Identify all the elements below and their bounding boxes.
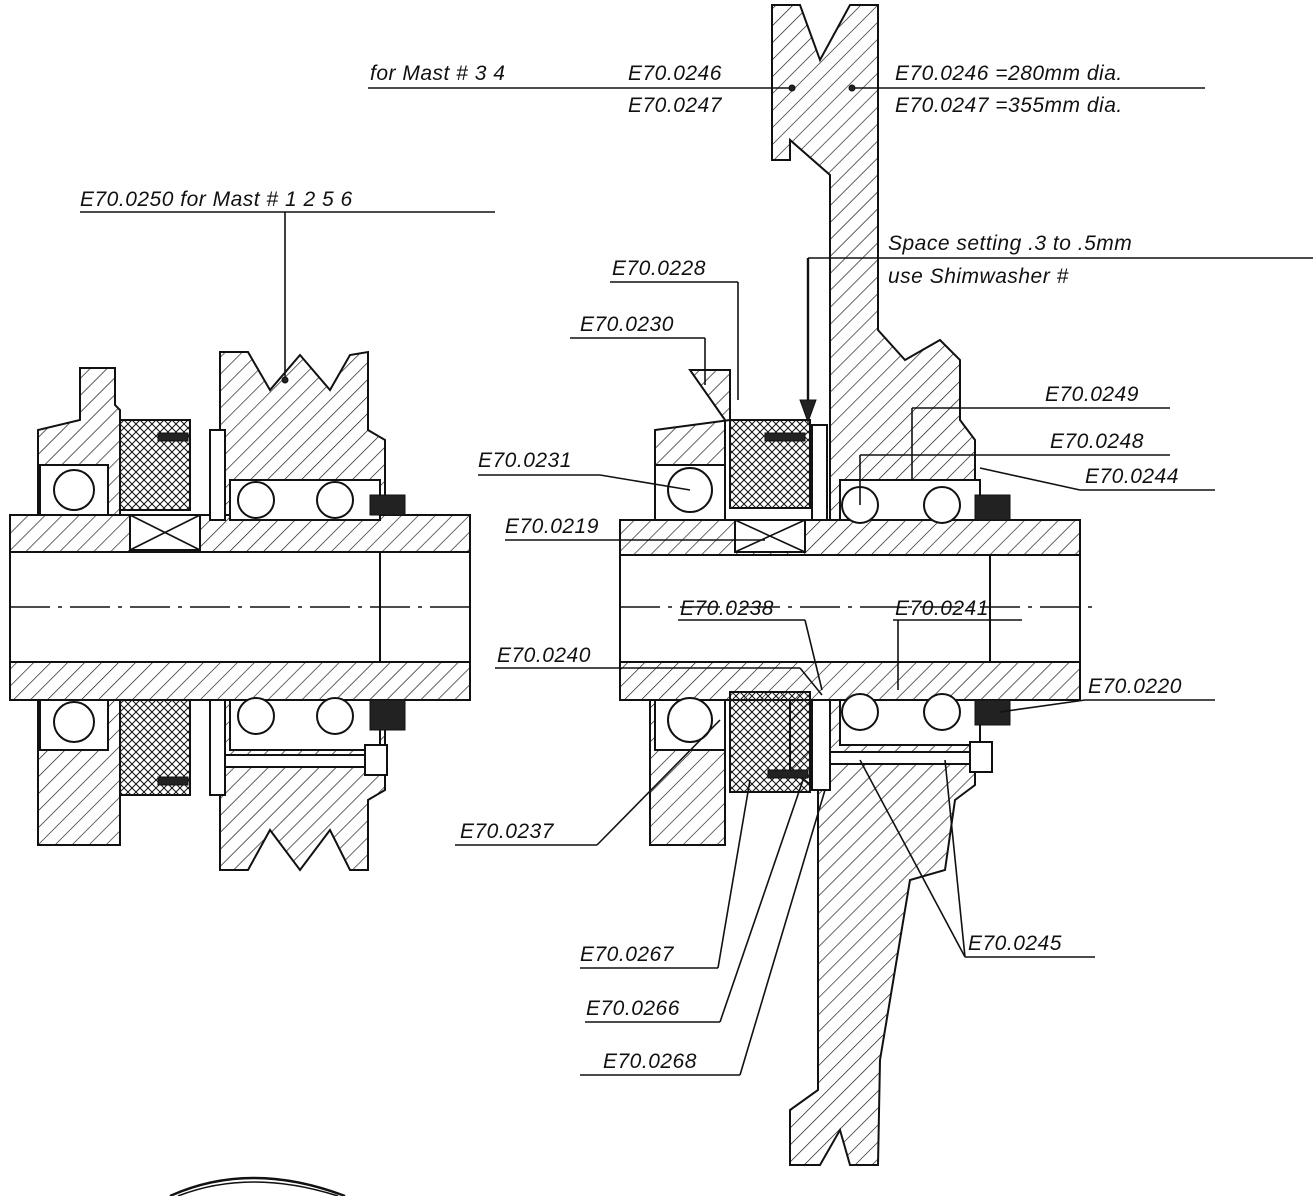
label-e0228: E70.0228 [612,257,706,280]
label-mast34: for Mast # 3 4 [370,62,505,85]
label-e0266: E70.0266 [586,997,680,1020]
label-e0237: E70.0237 [460,820,555,843]
label-e0231: E70.0231 [478,449,572,472]
label-shimwasher: use Shimwasher # [888,265,1069,288]
left-bearing-ball [53,469,95,511]
right-shaft-bore [619,554,1031,663]
right-assembly [619,4,1100,1166]
label-e0249: E70.0249 [1045,383,1139,406]
label-e0230: E70.0230 [580,313,674,336]
leader-lines [80,84,1313,1076]
label-e0247-top: E70.0247 [628,94,723,117]
label-e0241: E70.0241 [895,597,989,620]
label-e0238: E70.0238 [680,597,774,620]
label-e0220: E70.0220 [1088,675,1182,698]
label-e0246-top: E70.0246 [628,62,722,85]
label-e0244: E70.0244 [1085,465,1179,488]
label-space-setting: Space setting .3 to .5mm [888,232,1132,255]
label-e0250: E70.0250 for Mast # 1 2 5 6 [80,188,353,211]
label-e0245: E70.0245 [968,932,1062,955]
label-e0219: E70.0219 [505,515,599,538]
part-labels: for Mast # 3 4 E70.0246 E70.0247 E70.024… [80,62,1182,1073]
label-e0267: E70.0267 [580,943,675,966]
label-dia-0247: E70.0247 =355mm dia. [895,94,1123,117]
label-dia-0246: E70.0246 =280mm dia. [895,62,1123,85]
label-e0268: E70.0268 [603,1050,697,1073]
left-assembly [9,350,471,872]
partial-arc [169,1176,346,1196]
right-large-pulley [771,4,976,521]
label-e0240: E70.0240 [497,644,591,667]
label-e0248: E70.0248 [1050,430,1144,453]
